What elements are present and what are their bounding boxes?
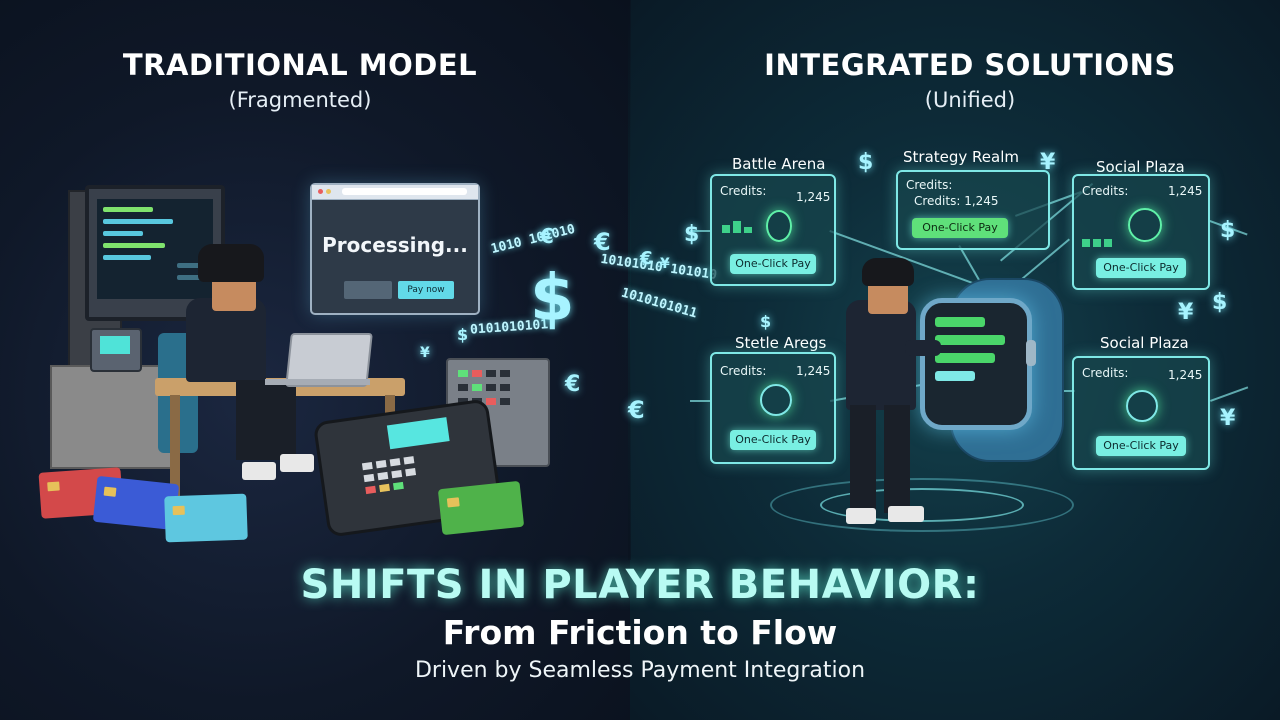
game-emblem-icon xyxy=(760,384,792,416)
subtitle: From Friction to Flow xyxy=(442,613,838,652)
credits-value: 1,245 xyxy=(796,190,831,204)
panel-title: Stetle Aregs xyxy=(735,334,827,352)
game-panel-stetle-aregs: Credits: 1,245 One-Click Pay xyxy=(710,352,836,464)
credits-label: Credits: xyxy=(906,178,953,192)
dollar-icon: $ xyxy=(1212,290,1228,315)
right-subheading: (Unified) xyxy=(924,88,1016,112)
credits-label: Credits: xyxy=(720,184,767,198)
yen-icon: ¥ xyxy=(420,345,430,361)
credits-value: 1,245 xyxy=(1168,184,1203,198)
address-bar[interactable] xyxy=(342,188,467,195)
credits-value: 1,245 xyxy=(796,364,831,378)
euro-icon: € xyxy=(594,228,611,256)
panel-title: Strategy Realm xyxy=(903,148,1019,166)
card-reader-small xyxy=(90,328,142,372)
yen-icon: ¥ xyxy=(1178,300,1194,325)
scene-divider xyxy=(628,0,631,560)
monitor-screen xyxy=(97,199,213,299)
game-panel-battle-arena: Credits: 1,245 One-Click Pay xyxy=(710,174,836,286)
close-icon[interactable] xyxy=(318,189,323,194)
main-title: SHIFTS IN PLAYER BEHAVIOR: xyxy=(300,562,980,608)
game-panel-social-plaza: Credits: 1,245 One-Click Pay xyxy=(1072,174,1210,290)
credits-value: Credits: 1,245 xyxy=(914,194,999,208)
game-panel-strategy-realm: Credits: Credits: 1,245 One-Click Pay xyxy=(896,170,1050,250)
laptop-base xyxy=(265,379,370,385)
smartwatch xyxy=(920,298,1032,430)
credits-value: 1,245 xyxy=(1168,368,1203,382)
euro-icon: € xyxy=(640,248,653,269)
game-emblem-icon xyxy=(766,210,792,242)
shield-icon xyxy=(1128,208,1162,242)
one-click-pay-button[interactable]: One-Click Pay xyxy=(1096,436,1186,456)
credits-label: Credits: xyxy=(1082,366,1129,380)
one-click-pay-button[interactable]: One-Click Pay xyxy=(912,218,1008,238)
credit-card-cyan xyxy=(164,493,248,543)
dollar-icon: $ xyxy=(530,262,575,336)
euro-icon: € xyxy=(540,224,554,248)
credits-label: Credits: xyxy=(1082,184,1129,198)
dollar-icon: $ xyxy=(760,312,772,331)
one-click-pay-button[interactable]: One-Click Pay xyxy=(1096,258,1186,278)
tagline: Driven by Seamless Payment Integration xyxy=(414,658,866,683)
payment-browser-window: Processing... Pay now xyxy=(310,183,480,315)
dollar-icon: $ xyxy=(457,325,469,344)
coin-dollar-icon xyxy=(1126,390,1158,422)
dollar-icon: $ xyxy=(858,150,874,175)
one-click-pay-button[interactable]: One-Click Pay xyxy=(730,254,816,274)
cancel-button[interactable] xyxy=(344,281,392,299)
credit-card-green xyxy=(437,480,525,536)
credits-label: Credits: xyxy=(720,364,767,378)
left-subheading: (Fragmented) xyxy=(228,88,372,112)
yen-icon: ¥ xyxy=(1220,406,1236,431)
minimize-icon[interactable] xyxy=(326,189,331,194)
panel-title: Social Plaza xyxy=(1100,334,1189,352)
yen-icon: ¥ xyxy=(660,256,670,272)
dollar-icon: $ xyxy=(1220,218,1236,243)
one-click-pay-button[interactable]: One-Click Pay xyxy=(730,430,816,450)
processing-status: Processing... xyxy=(322,233,468,257)
dollar-icon: $ xyxy=(684,222,700,247)
panel-title: Social Plaza xyxy=(1096,158,1185,176)
game-panel-social-plaza-2: Credits: 1,245 One-Click Pay xyxy=(1072,356,1210,470)
left-heading: TRADITIONAL MODEL xyxy=(122,48,478,82)
euro-icon: € xyxy=(628,396,645,424)
hologram-floor-ring xyxy=(770,478,1074,532)
pay-now-button[interactable]: Pay now xyxy=(398,281,454,299)
watch-crown[interactable] xyxy=(1026,340,1036,366)
euro-icon: € xyxy=(565,372,581,397)
yen-icon: ¥ xyxy=(1040,150,1056,175)
right-heading: INTEGRATED SOLUTIONS xyxy=(764,48,1176,82)
panel-title: Battle Arena xyxy=(732,155,826,173)
